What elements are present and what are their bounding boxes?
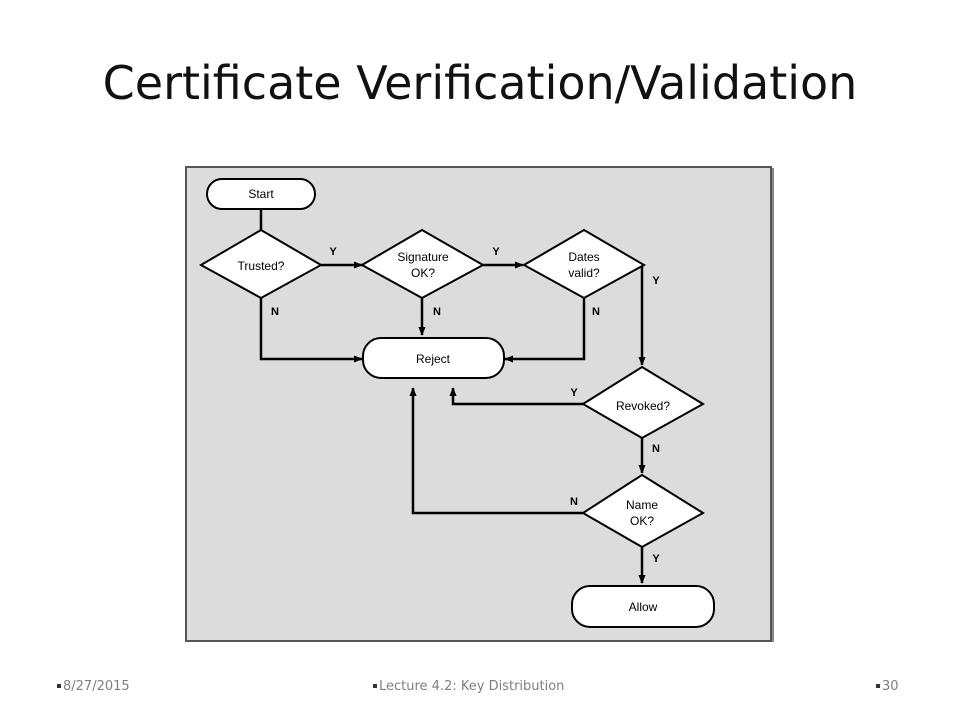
edge-revoked-yes-label: Y	[570, 387, 578, 399]
node-reject-label: Reject	[416, 352, 451, 366]
edge-trusted-reject	[259, 297, 363, 363]
edge-dates-no-label: N	[592, 306, 600, 318]
node-allow	[571, 585, 715, 628]
node-name	[581, 473, 705, 549]
node-start-label: Start	[248, 187, 274, 201]
edge-dates-yes-label: Y	[652, 275, 660, 287]
footer-page-number: 30	[876, 679, 899, 694]
node-dates-label-line1: Dates	[568, 250, 599, 264]
edge-revoked-reject	[449, 387, 583, 406]
edge-trusted-no-label: N	[271, 306, 279, 318]
footer-bullet-icon	[373, 683, 377, 688]
footer-bullet-icon	[57, 683, 61, 688]
edge-dates-reject	[504, 297, 586, 363]
node-reject	[362, 337, 505, 379]
node-name-label-line1: Name	[626, 498, 658, 512]
slide-title: Certificate Verification/Validation	[102, 56, 858, 110]
edge-revoked-no-label: N	[652, 443, 660, 455]
footer-course: Lecture 4.2: Key Distribution	[373, 679, 564, 694]
flowchart-diagram: Start Trusted? Signature OK? Dates valid…	[185, 166, 774, 642]
edge-name-no-label: N	[570, 496, 578, 508]
node-start	[206, 178, 316, 210]
edge-signature-no-label: N	[433, 306, 441, 318]
node-dates	[521, 228, 647, 300]
node-trusted-label: Trusted?	[238, 259, 285, 273]
node-signature-label-line2: OK?	[411, 266, 435, 280]
footer-bullet-icon	[876, 683, 880, 688]
node-signature	[359, 228, 486, 300]
node-allow-label: Allow	[629, 600, 658, 614]
node-dates-label-line2: valid?	[568, 266, 600, 280]
node-signature-label-line1: Signature	[397, 250, 449, 264]
footer-page-text: 30	[882, 679, 899, 694]
flowchart-panel: Start Trusted? Signature OK? Dates valid…	[185, 166, 775, 644]
node-name-label-line2: OK?	[630, 514, 654, 528]
edge-name-yes-label: Y	[652, 553, 660, 565]
node-revoked	[581, 365, 705, 440]
footer-date-text: 8/27/2015	[63, 679, 130, 694]
edge-name-reject	[409, 387, 583, 515]
node-trusted	[198, 228, 324, 300]
footer-course-text: Lecture 4.2: Key Distribution	[379, 679, 565, 694]
node-revoked-label: Revoked?	[616, 399, 670, 413]
edge-signature-yes-label: Y	[492, 246, 500, 258]
edge-trusted-yes-label: Y	[329, 246, 337, 258]
footer-date: 8/27/2015	[57, 679, 130, 694]
